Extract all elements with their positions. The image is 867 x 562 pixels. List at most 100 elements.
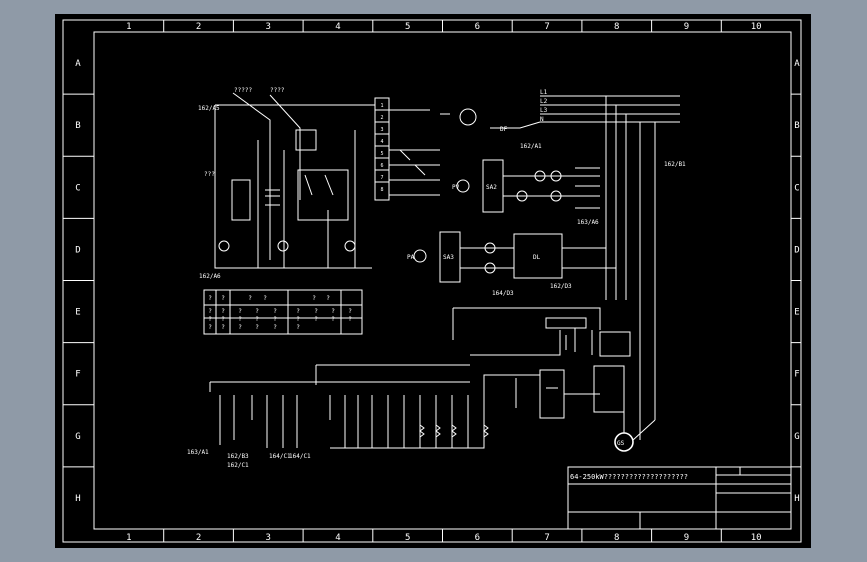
row-label-right: A [794, 59, 800, 69]
column-label-bottom: 3 [266, 533, 271, 543]
column-label-top: 4 [335, 22, 340, 32]
title-block [567, 466, 792, 530]
circuit-wiring [209, 92, 680, 452]
question-cell: ? [208, 316, 212, 323]
question-cell: ? [348, 308, 352, 315]
column-label-bottom: 2 [196, 533, 201, 543]
terminal-number: 4 [380, 139, 383, 145]
question-cell: ? [238, 308, 242, 315]
line-l1: L1 [540, 89, 548, 96]
ref-162b3: 162/B3 [227, 453, 249, 460]
question-cell: ? [296, 316, 300, 323]
terminal-number: 3 [380, 127, 383, 133]
ref-162d3: 162/D3 [550, 283, 572, 290]
row-label-left: H [75, 494, 80, 504]
row-label-left: F [75, 370, 80, 380]
column-labels-top: 1 2 3 4 5 6 7 8 9 10 [126, 20, 762, 32]
ref-162a6: 162/A6 [199, 273, 221, 280]
terminal-number: 2 [380, 115, 383, 121]
column-label-top: 2 [196, 22, 201, 32]
line-l3: L3 [540, 107, 548, 114]
question-label-1: ????? [234, 87, 252, 94]
row-label-right: B [794, 121, 799, 131]
column-label-bottom: 6 [475, 533, 480, 543]
title-block-title: 64-250kW???????????????????? [570, 473, 688, 481]
question-header-cell: ? [326, 295, 330, 302]
label-pv: PV [452, 184, 460, 191]
row-labels-right: A B C D E F G H [791, 59, 801, 504]
column-label-bottom: 1 [126, 533, 131, 543]
question-header-cell: ? [248, 295, 252, 302]
row-label-left: G [75, 432, 80, 442]
row-label-right: E [794, 308, 799, 318]
ref-162a5: 162/A5 [198, 105, 220, 112]
question-cell: ? [255, 316, 259, 323]
question-cell: ? [208, 308, 212, 315]
column-label-top: 3 [266, 22, 271, 32]
question-cell: ? [314, 316, 318, 323]
schematic-labels: 162/A5 162/A6 162/A1 162/B1 163/A6 164/D… [187, 87, 688, 481]
question-cell: ? [296, 324, 300, 331]
row-label-right: G [794, 432, 799, 442]
column-label-top: 6 [475, 22, 480, 32]
row-label-left: C [75, 183, 80, 193]
question-header-cell: ? [208, 295, 212, 302]
terminal-number: 8 [380, 187, 383, 193]
ref-163a6: 163/A6 [577, 219, 599, 226]
question-cell: ? [348, 316, 352, 323]
ref-164d3: 164/D3 [492, 290, 514, 297]
row-label-left: A [75, 59, 81, 69]
question-cell: ? [255, 308, 259, 315]
question-label-2: ???? [270, 87, 285, 94]
question-header-cell: ? [221, 295, 225, 302]
label-sa2: SA2 [486, 184, 497, 191]
question-cell: ? [273, 324, 277, 331]
ref-162a1: 162/A1 [520, 143, 542, 150]
question-cell: ? [221, 316, 225, 323]
question-header-cell: ? [312, 295, 316, 302]
question-cell: ? [273, 316, 277, 323]
question-cell: ? [238, 324, 242, 331]
question-header-cell: ? [263, 295, 267, 302]
question-label-3: ??? [204, 171, 215, 178]
question-cell: ? [331, 316, 335, 323]
question-cell: ? [238, 316, 242, 323]
terminal-number: 6 [380, 163, 383, 169]
column-label-bottom: 10 [751, 533, 762, 543]
label-df: DF [500, 126, 508, 133]
line-n: N [540, 116, 544, 123]
row-label-right: F [794, 370, 799, 380]
row-label-right: D [794, 245, 799, 255]
column-label-top: 1 [126, 22, 131, 32]
drawing-sheet [55, 14, 811, 548]
column-label-top: 7 [544, 22, 549, 32]
column-label-bottom: 7 [544, 533, 549, 543]
terminal-number: 1 [380, 103, 383, 109]
label-dl: DL [533, 254, 541, 261]
column-label-top: 10 [751, 22, 762, 32]
column-label-top: 5 [405, 22, 410, 32]
column-label-top: 9 [684, 22, 689, 32]
question-cell: ? [221, 308, 225, 315]
label-sa3: SA3 [443, 254, 454, 261]
row-label-right: H [794, 494, 799, 504]
row-label-right: C [794, 183, 799, 193]
column-label-bottom: 8 [614, 533, 619, 543]
question-cell: ? [331, 308, 335, 315]
row-label-left: E [75, 308, 80, 318]
row-label-left: B [75, 121, 80, 131]
question-cell: ? [221, 324, 225, 331]
terminal-number: 7 [380, 175, 383, 181]
line-l2: L2 [540, 98, 548, 105]
label-gs: GS [617, 440, 625, 447]
question-table [203, 289, 363, 335]
question-cell: ? [314, 308, 318, 315]
label-pa: PA [407, 254, 415, 261]
column-label-top: 8 [614, 22, 619, 32]
question-cell: ? [255, 324, 259, 331]
column-label-bottom: 5 [405, 533, 410, 543]
ref-164c1-b: 164/C1 [289, 453, 311, 460]
